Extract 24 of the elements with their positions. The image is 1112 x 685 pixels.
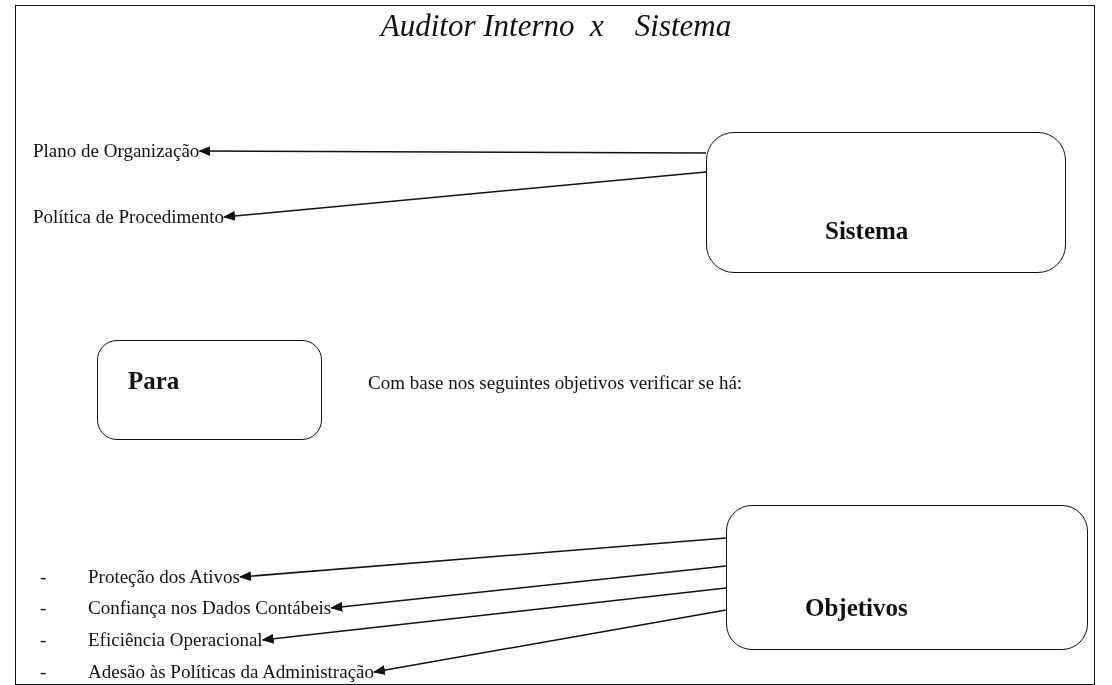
arrow [373,609,727,675]
item-text: Proteção dos Ativos [88,566,240,588]
item-text: Eficiência Operacional [88,629,263,651]
arrow [223,171,707,221]
arrow [330,565,727,612]
arrow [239,537,727,582]
rounded-box [97,340,322,440]
box-label: Para [128,367,180,395]
note-text: Com base nos seguintes objetivos verificar se há: [368,372,743,394]
rounded-box [726,505,1088,650]
list-dash: - [40,597,47,619]
item-text: Adesão às Políticas da Administração [88,661,374,683]
diagram-title: Auditor Interno x Sistema [378,8,733,44]
arrow [261,587,727,644]
item-text: Plano de Organização [33,140,200,162]
list-dash: - [40,661,47,683]
item-text: Confiança nos Dados Contábeis [88,597,332,619]
box-label: Objetivos [805,594,908,622]
box-label: Sistema [825,217,909,245]
item-text: Política de Procedimento [33,206,224,228]
list-dash: - [40,566,47,588]
rounded-box [706,132,1066,273]
arrow [198,146,707,157]
list-dash: - [40,629,47,651]
